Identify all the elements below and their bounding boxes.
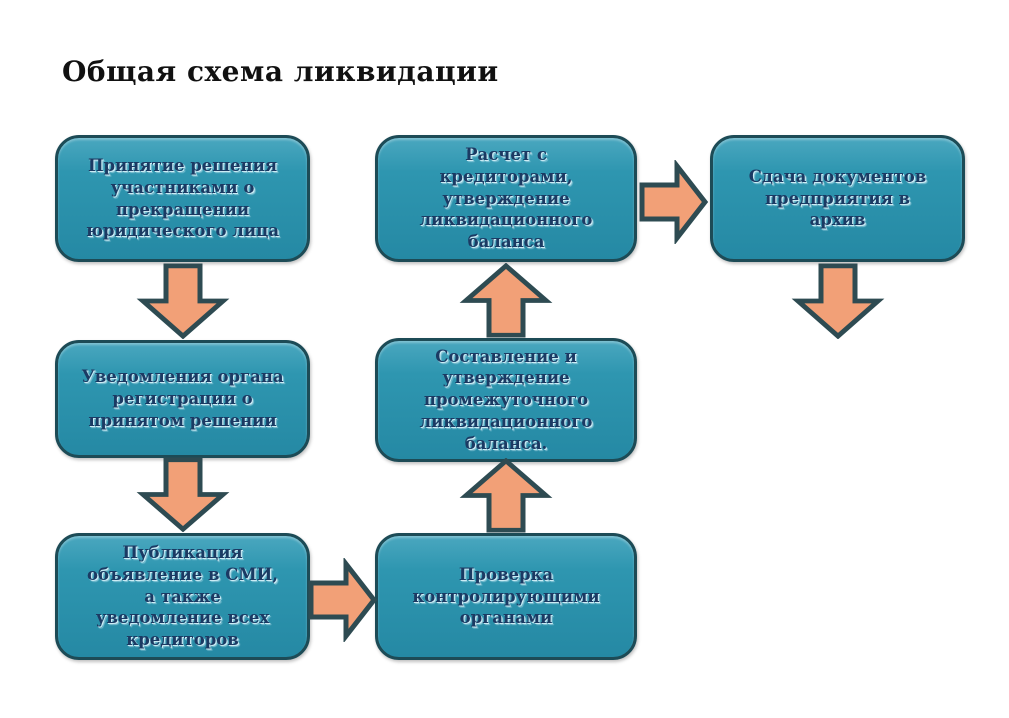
node-publication-label: Публикация объявление в СМИ, а также уве… [87, 543, 278, 650]
arrow-up-icon [456, 263, 556, 338]
node-archive: Сдача документов предприятия в архив [710, 135, 965, 262]
node-inspection-label: Проверка контролирующими органами [412, 564, 600, 628]
node-interim-balance-label: Составление и утверждение промежуточного… [419, 346, 593, 453]
node-settlement: Расчет с кредиторами, утверждение ликвид… [375, 135, 637, 262]
node-interim-balance: Составление и утверждение промежуточного… [375, 338, 637, 462]
node-publication: Публикация объявление в СМИ, а также уве… [55, 533, 310, 660]
node-decision: Принятие решения участниками о прекращен… [55, 135, 310, 262]
node-decision-label: Принятие решения участниками о прекращен… [85, 155, 280, 241]
node-notify-registry: Уведомления органа регистрации о принято… [55, 340, 310, 458]
arrow-down-icon [133, 457, 233, 532]
arrow-down-icon [133, 263, 233, 339]
node-inspection: Проверка контролирующими органами [375, 533, 637, 660]
node-settlement-label: Расчет с кредиторами, утверждение ликвид… [419, 145, 593, 252]
arrow-right-icon [639, 160, 709, 244]
arrow-up-icon [456, 458, 556, 533]
node-archive-label: Сдача документов предприятия в архив [748, 166, 927, 230]
arrow-down-icon [788, 263, 888, 339]
page-title: Общая схема ликвидации [62, 55, 499, 88]
node-notify-registry-label: Уведомления органа регистрации о принято… [81, 367, 284, 430]
arrow-right-icon [308, 558, 378, 642]
